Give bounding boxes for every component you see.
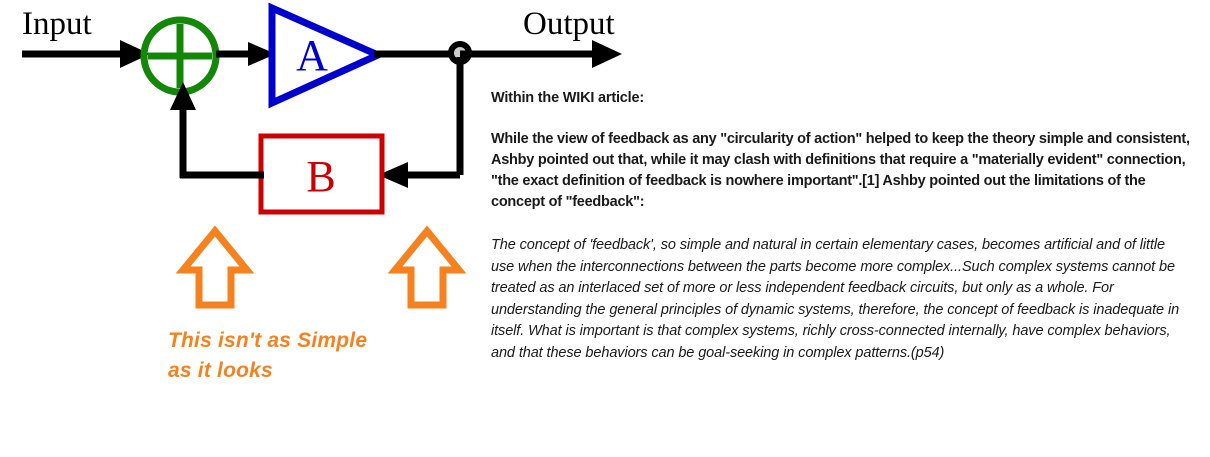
feedback-block-input-arrowhead bbox=[378, 162, 408, 188]
annotation-up-arrow-left-icon bbox=[175, 225, 255, 309]
output-label: Output bbox=[523, 6, 615, 42]
output-arrowhead bbox=[592, 40, 622, 68]
block-diagram-panel: A B Input This isn't as Simple as it loo… bbox=[0, 0, 485, 457]
amplifier-label: A bbox=[296, 31, 328, 80]
annotation-caption-line-2: as it looks bbox=[168, 359, 273, 382]
article-body: While the view of feedback as any "circu… bbox=[491, 131, 1190, 210]
input-arrowhead bbox=[120, 40, 150, 68]
annotation-caption: This isn't as Simple as it looks bbox=[168, 326, 468, 386]
output-signal-group: Output bbox=[460, 6, 622, 68]
article-heading: Within the WIKI article: bbox=[491, 90, 644, 106]
input-label: Input bbox=[22, 6, 92, 42]
feedback-block-label: B bbox=[306, 152, 335, 201]
article-quote: The concept of 'feedback', so simple and… bbox=[491, 237, 1180, 361]
amplifier-triangle bbox=[268, 2, 387, 109]
amplifier-input-arrowhead bbox=[248, 42, 276, 66]
feedback-block-rect bbox=[258, 133, 385, 215]
summing-junction-feedback-arrowhead bbox=[170, 82, 196, 110]
wiki-article-panel: Within the WIKI article: While the view … bbox=[491, 88, 1191, 364]
annotation-caption-line-1: This isn't as Simple bbox=[168, 329, 368, 352]
feedback-block-diagram: A B Input bbox=[22, 2, 472, 309]
annotation-up-arrow-right-icon bbox=[387, 225, 467, 309]
